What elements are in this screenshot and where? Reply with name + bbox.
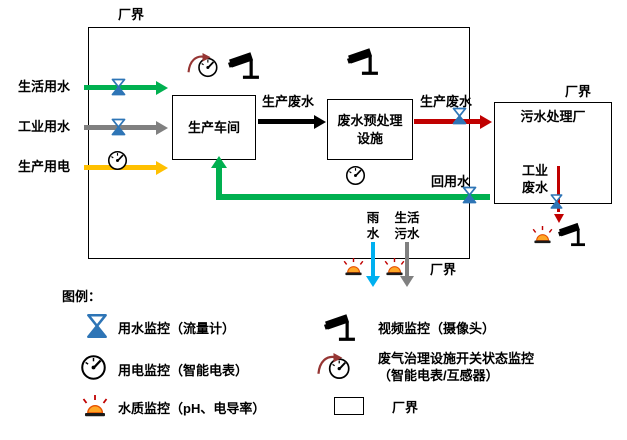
domestic-sewage-arrow (400, 242, 414, 287)
reuse-water-label: 回用水 (431, 174, 471, 189)
workshop-box: 生产车间 (172, 95, 256, 160)
pretreatment-label: 废水预处理设施 (337, 112, 403, 146)
production-wastewater-arrow-2 (414, 114, 492, 129)
legend-boundary-label: 厂界 (392, 400, 419, 415)
legend-exhaust-switch-label: 废气治理设施开关状态监控（智能电表/互感器） (378, 351, 535, 383)
production-wastewater-arrow-1 (258, 114, 326, 129)
legend-flow-meter-label: 用水监控（流量计） (118, 321, 236, 336)
water-quality-icon (343, 257, 364, 276)
reuse-water-arrowhead (211, 156, 227, 168)
camera-icon (347, 48, 378, 75)
flow-meter-icon (87, 313, 107, 339)
camera-icon (228, 52, 259, 79)
water-quality-icon (384, 257, 405, 276)
reuse-water-line-vertical (216, 167, 222, 199)
flow-meter-icon (452, 107, 467, 125)
boundary-icon (334, 397, 364, 415)
industrial-wastewater-label: 工业废水 (521, 163, 548, 195)
legend-camera-label: 视频监控（摄像头） (378, 321, 496, 336)
exhaust-switch-icon (316, 352, 352, 381)
rain-water-arrow (366, 242, 380, 287)
flow-meter-icon (462, 186, 477, 204)
camera-icon (324, 314, 355, 341)
domestic-water-label: 生活用水 (18, 79, 71, 94)
power-meter-icon (107, 150, 128, 171)
camera-icon (558, 222, 585, 247)
legend-water-quality-label: 水质监控（pH、电导率） (118, 401, 266, 416)
sewage-plant-box (494, 102, 612, 204)
production-power-label: 生产用电 (18, 159, 71, 174)
power-meter-icon (345, 165, 366, 186)
rain-water-label: 雨水 (366, 211, 380, 242)
production-wastewater-label-2: 生产废水 (420, 94, 473, 109)
power-meter-icon (81, 355, 106, 380)
legend-power-meter-label: 用电监控（智能电表） (118, 363, 249, 378)
flow-meter-icon (550, 194, 563, 209)
domestic-sewage-label: 生活污水 (394, 211, 420, 242)
reuse-water-line-horizontal (216, 194, 490, 200)
industrial-wastewater-arrow (553, 166, 564, 223)
sewage-plant-boundary-label: 厂界 (565, 84, 592, 99)
water-quality-icon (532, 225, 553, 244)
water-quality-icon (82, 394, 108, 417)
flow-meter-icon (111, 78, 126, 96)
factory-boundary-rect (88, 27, 470, 259)
flow-meter-icon (111, 118, 126, 136)
factory-boundary-label-bottom: 厂界 (430, 262, 457, 277)
production-wastewater-label-1: 生产废水 (262, 94, 315, 109)
sewage-plant-label: 污水处理厂 (520, 109, 586, 124)
factory-boundary-label: 厂界 (118, 7, 145, 22)
industrial-water-label: 工业用水 (18, 119, 71, 134)
workshop-label: 生产车间 (187, 119, 240, 135)
pretreatment-box: 废水预处理设施 (327, 99, 413, 160)
legend-title: 图例： (62, 289, 102, 304)
exhaust-switch-icon (186, 52, 220, 79)
